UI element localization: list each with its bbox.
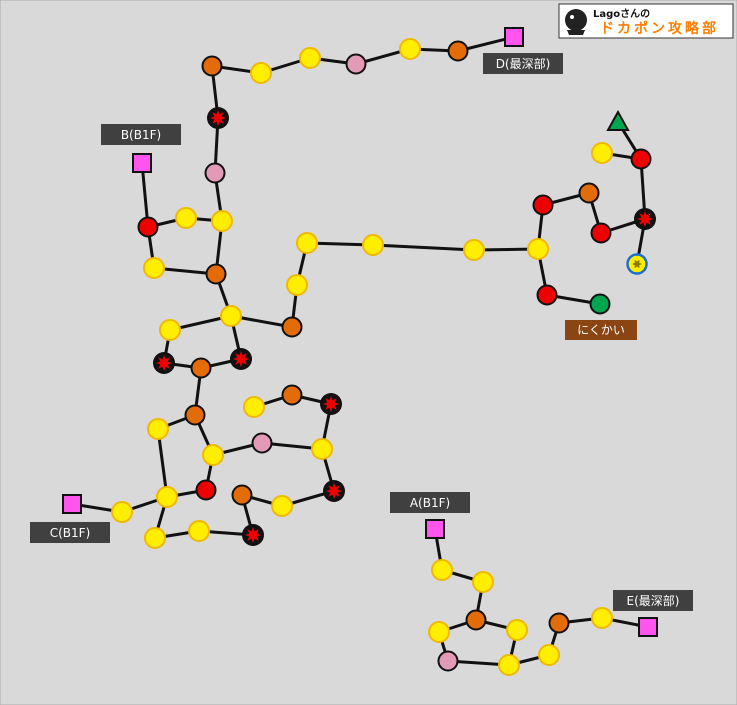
battle-node — [320, 393, 342, 415]
red-node — [590, 222, 612, 244]
burst-icon — [637, 211, 653, 227]
yellow-node — [362, 234, 384, 256]
label-b-text: B(B1F) — [121, 128, 161, 142]
orange-node — [184, 404, 206, 426]
burst-icon — [323, 396, 339, 412]
label-nikukai: にくかい — [565, 320, 637, 340]
yellow-node — [156, 486, 178, 508]
yellow-node — [250, 62, 272, 84]
pink-node — [204, 162, 226, 184]
yellow-node — [299, 47, 321, 69]
orange-node — [447, 40, 469, 62]
yellow-node — [144, 527, 166, 549]
label-a-text: A(B1F) — [410, 496, 450, 510]
label-nikukai-text: にくかい — [577, 323, 625, 337]
yellow-node — [271, 495, 293, 517]
label-e: E(最深部) — [613, 590, 693, 611]
map-edge — [372, 243, 475, 252]
red-node — [532, 194, 554, 216]
green-node — [589, 293, 611, 315]
orange-node — [281, 316, 303, 338]
yellow-node — [111, 501, 133, 523]
label-d-text: D(最深部) — [496, 56, 551, 71]
yellow-node — [296, 232, 318, 254]
yellow-node — [188, 520, 210, 542]
yellow-node — [202, 444, 224, 466]
label-e-text: E(最深部) — [627, 593, 680, 608]
yellow-node — [538, 644, 560, 666]
map-edge — [306, 241, 374, 247]
yellow-node — [143, 257, 165, 279]
orange-node — [465, 609, 487, 631]
stairs-square — [425, 519, 445, 539]
label-d: D(最深部) — [483, 53, 563, 74]
yellow-node — [399, 38, 421, 60]
yellow-node — [211, 210, 233, 232]
map-edge — [156, 428, 169, 498]
special-node — [626, 253, 648, 275]
yellow-node — [286, 274, 308, 296]
red-node — [630, 148, 652, 170]
start-triangle — [606, 109, 630, 131]
burst-icon — [326, 483, 342, 499]
burst-icon — [245, 527, 261, 543]
stairs-square — [504, 27, 524, 47]
battle-node — [242, 524, 264, 546]
pink-node — [437, 650, 459, 672]
battle-node — [323, 480, 345, 502]
sparkle-icon — [632, 259, 642, 269]
site-logo: Lagoさんの ドカポン攻略部 — [558, 3, 734, 39]
orange-node — [231, 484, 253, 506]
mascot-icon — [565, 9, 587, 35]
stairs-square — [132, 153, 152, 173]
label-b: B(B1F) — [101, 124, 181, 145]
stairs-square — [62, 494, 82, 514]
logo-title: ドカポン攻略部 — [600, 20, 719, 37]
yellow-node — [506, 619, 528, 641]
burst-icon — [233, 351, 249, 367]
label-c: C(B1F) — [30, 522, 110, 543]
orange-node — [281, 384, 303, 406]
burst-icon — [156, 355, 172, 371]
yellow-node — [591, 607, 613, 629]
label-c-text: C(B1F) — [50, 526, 91, 540]
yellow-node — [147, 418, 169, 440]
red-node — [536, 284, 558, 306]
orange-node — [548, 612, 570, 634]
yellow-node — [311, 438, 333, 460]
yellow-node — [463, 239, 485, 261]
battle-node — [634, 208, 656, 230]
pink-node — [345, 53, 367, 75]
battle-node — [153, 352, 175, 374]
yellow-node — [527, 238, 549, 260]
label-a: A(B1F) — [390, 492, 470, 513]
yellow-node — [498, 654, 520, 676]
stairs-square — [638, 617, 658, 637]
pink-node — [251, 432, 273, 454]
yellow-node — [159, 319, 181, 341]
orange-node — [205, 263, 227, 285]
battle-node — [230, 348, 252, 370]
burst-icon — [210, 110, 226, 126]
map-nodes — [62, 27, 658, 676]
yellow-node — [243, 396, 265, 418]
yellow-node — [428, 621, 450, 643]
yellow-node — [591, 142, 613, 164]
battle-node — [207, 107, 229, 129]
red-node — [195, 479, 217, 501]
yellow-node — [220, 305, 242, 327]
yellow-node — [472, 571, 494, 593]
orange-node — [578, 182, 600, 204]
red-node — [137, 216, 159, 238]
map-edge — [140, 162, 150, 228]
yellow-node — [175, 207, 197, 229]
logo-site-name: Lagoさんの — [593, 8, 650, 20]
orange-node — [201, 55, 223, 77]
orange-node — [190, 357, 212, 379]
yellow-node — [431, 559, 453, 581]
